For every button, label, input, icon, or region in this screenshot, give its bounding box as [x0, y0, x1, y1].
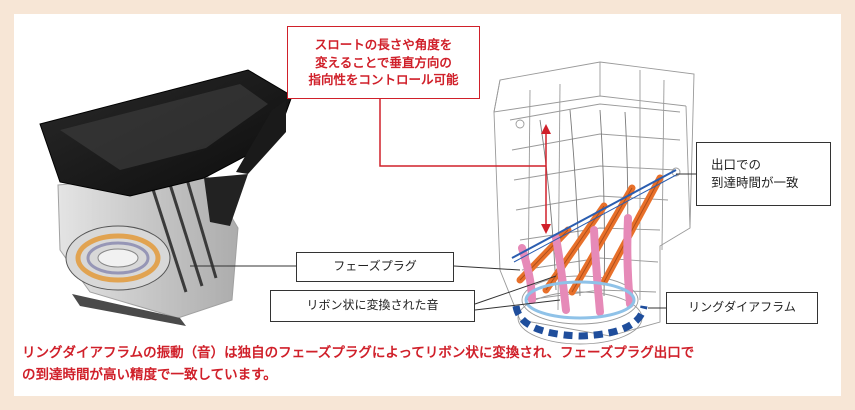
throat-callout-line-2: 変えることで垂直方向の: [315, 54, 452, 70]
driver-photo: [39, 69, 293, 326]
caption-line-1: リングダイアフラムの振動（音）は独自のフェーズプラグによってリボン状に変換され、…: [22, 345, 695, 361]
ring-diaphragm-upper: [524, 280, 636, 320]
ring-diaphragm-shape: [512, 305, 648, 340]
exit-line-inner: [513, 173, 679, 263]
caption-line-2: の到達時間が高い精度で一致しています。: [22, 367, 277, 384]
exit-callout-line-2: 到達時間が一致: [711, 175, 799, 190]
ring-diaphragm-label: リングダイアフラム: [666, 292, 818, 324]
diagram-caption: リングダイアフラムの振動（音）は独自のフェーズプラグによってリボン状に変換され、…: [22, 342, 822, 387]
pink-ribbons: [518, 214, 634, 316]
throat-callout-line-1: スロートの長さや角度を: [314, 37, 453, 53]
ribbon-sound-label: リボン状に変換された音: [270, 290, 475, 322]
exit-line: [511, 169, 677, 259]
exit-callout-line-1: 出口での: [711, 156, 762, 172]
leader-lines: [190, 173, 696, 311]
phase-plug-wireframe: [493, 61, 695, 345]
throat-length-arrow: [541, 124, 551, 234]
throat-callout-line-3: 指向性をコントロール可能: [308, 72, 459, 88]
exit-arrival-callout: 出口での 到達時間が一致: [696, 142, 831, 206]
throat-callout-leader: [379, 99, 546, 167]
throat-control-callout: スロートの長さや角度を 変えることで垂直方向の 指向性をコントロール可能: [287, 26, 480, 99]
phase-plug-label: フェーズプラグ: [296, 252, 454, 282]
